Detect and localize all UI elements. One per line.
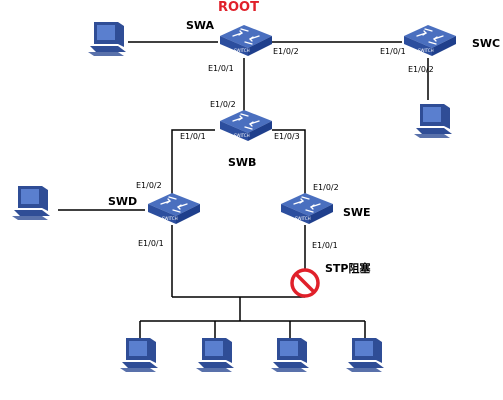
- swd-port-e101: E1/0/1: [138, 239, 164, 248]
- root-label: ROOT: [218, 0, 259, 15]
- pc-lan-2-icon: [196, 338, 234, 372]
- swa-port-e102: E1/0/2: [273, 47, 299, 56]
- swc-label: SWC: [472, 37, 501, 50]
- switch-swa-icon: [219, 24, 273, 57]
- swd-port-e102: E1/0/2: [136, 181, 162, 190]
- pc-swd-icon: [12, 186, 50, 220]
- pc-top-left-icon: [88, 22, 126, 56]
- swa-label: SWA: [186, 19, 215, 32]
- swb-port-e102: E1/0/2: [210, 100, 236, 109]
- swc-port-e102: E1/0/2: [408, 65, 434, 74]
- pc-lan-4-icon: [346, 338, 384, 372]
- swb-port-e103: E1/0/3: [274, 132, 300, 141]
- switch-swc-icon: [403, 24, 457, 57]
- no-entry-icon: [290, 268, 320, 298]
- link-swb-swd: [171, 129, 215, 195]
- swd-label: SWD: [108, 195, 138, 208]
- switch-swe-icon: [280, 192, 334, 225]
- switch-swb-icon: [219, 109, 273, 142]
- switch-swd-icon: [147, 192, 201, 225]
- swe-port-e101: E1/0/1: [312, 241, 338, 250]
- pc-lan-3-icon: [271, 338, 309, 372]
- link-swb-swe: [272, 129, 306, 195]
- swb-label: SWB: [228, 156, 257, 169]
- swe-label: SWE: [343, 206, 371, 219]
- stp-blocked-label: STP阻塞: [325, 262, 371, 275]
- pc-swc-icon: [414, 104, 452, 138]
- swb-port-e101: E1/0/1: [180, 132, 206, 141]
- swa-port-e101: E1/0/1: [208, 64, 234, 73]
- swe-port-e102: E1/0/2: [313, 183, 339, 192]
- pc-lan-1-icon: [120, 338, 158, 372]
- swc-port-e101: E1/0/1: [380, 47, 406, 56]
